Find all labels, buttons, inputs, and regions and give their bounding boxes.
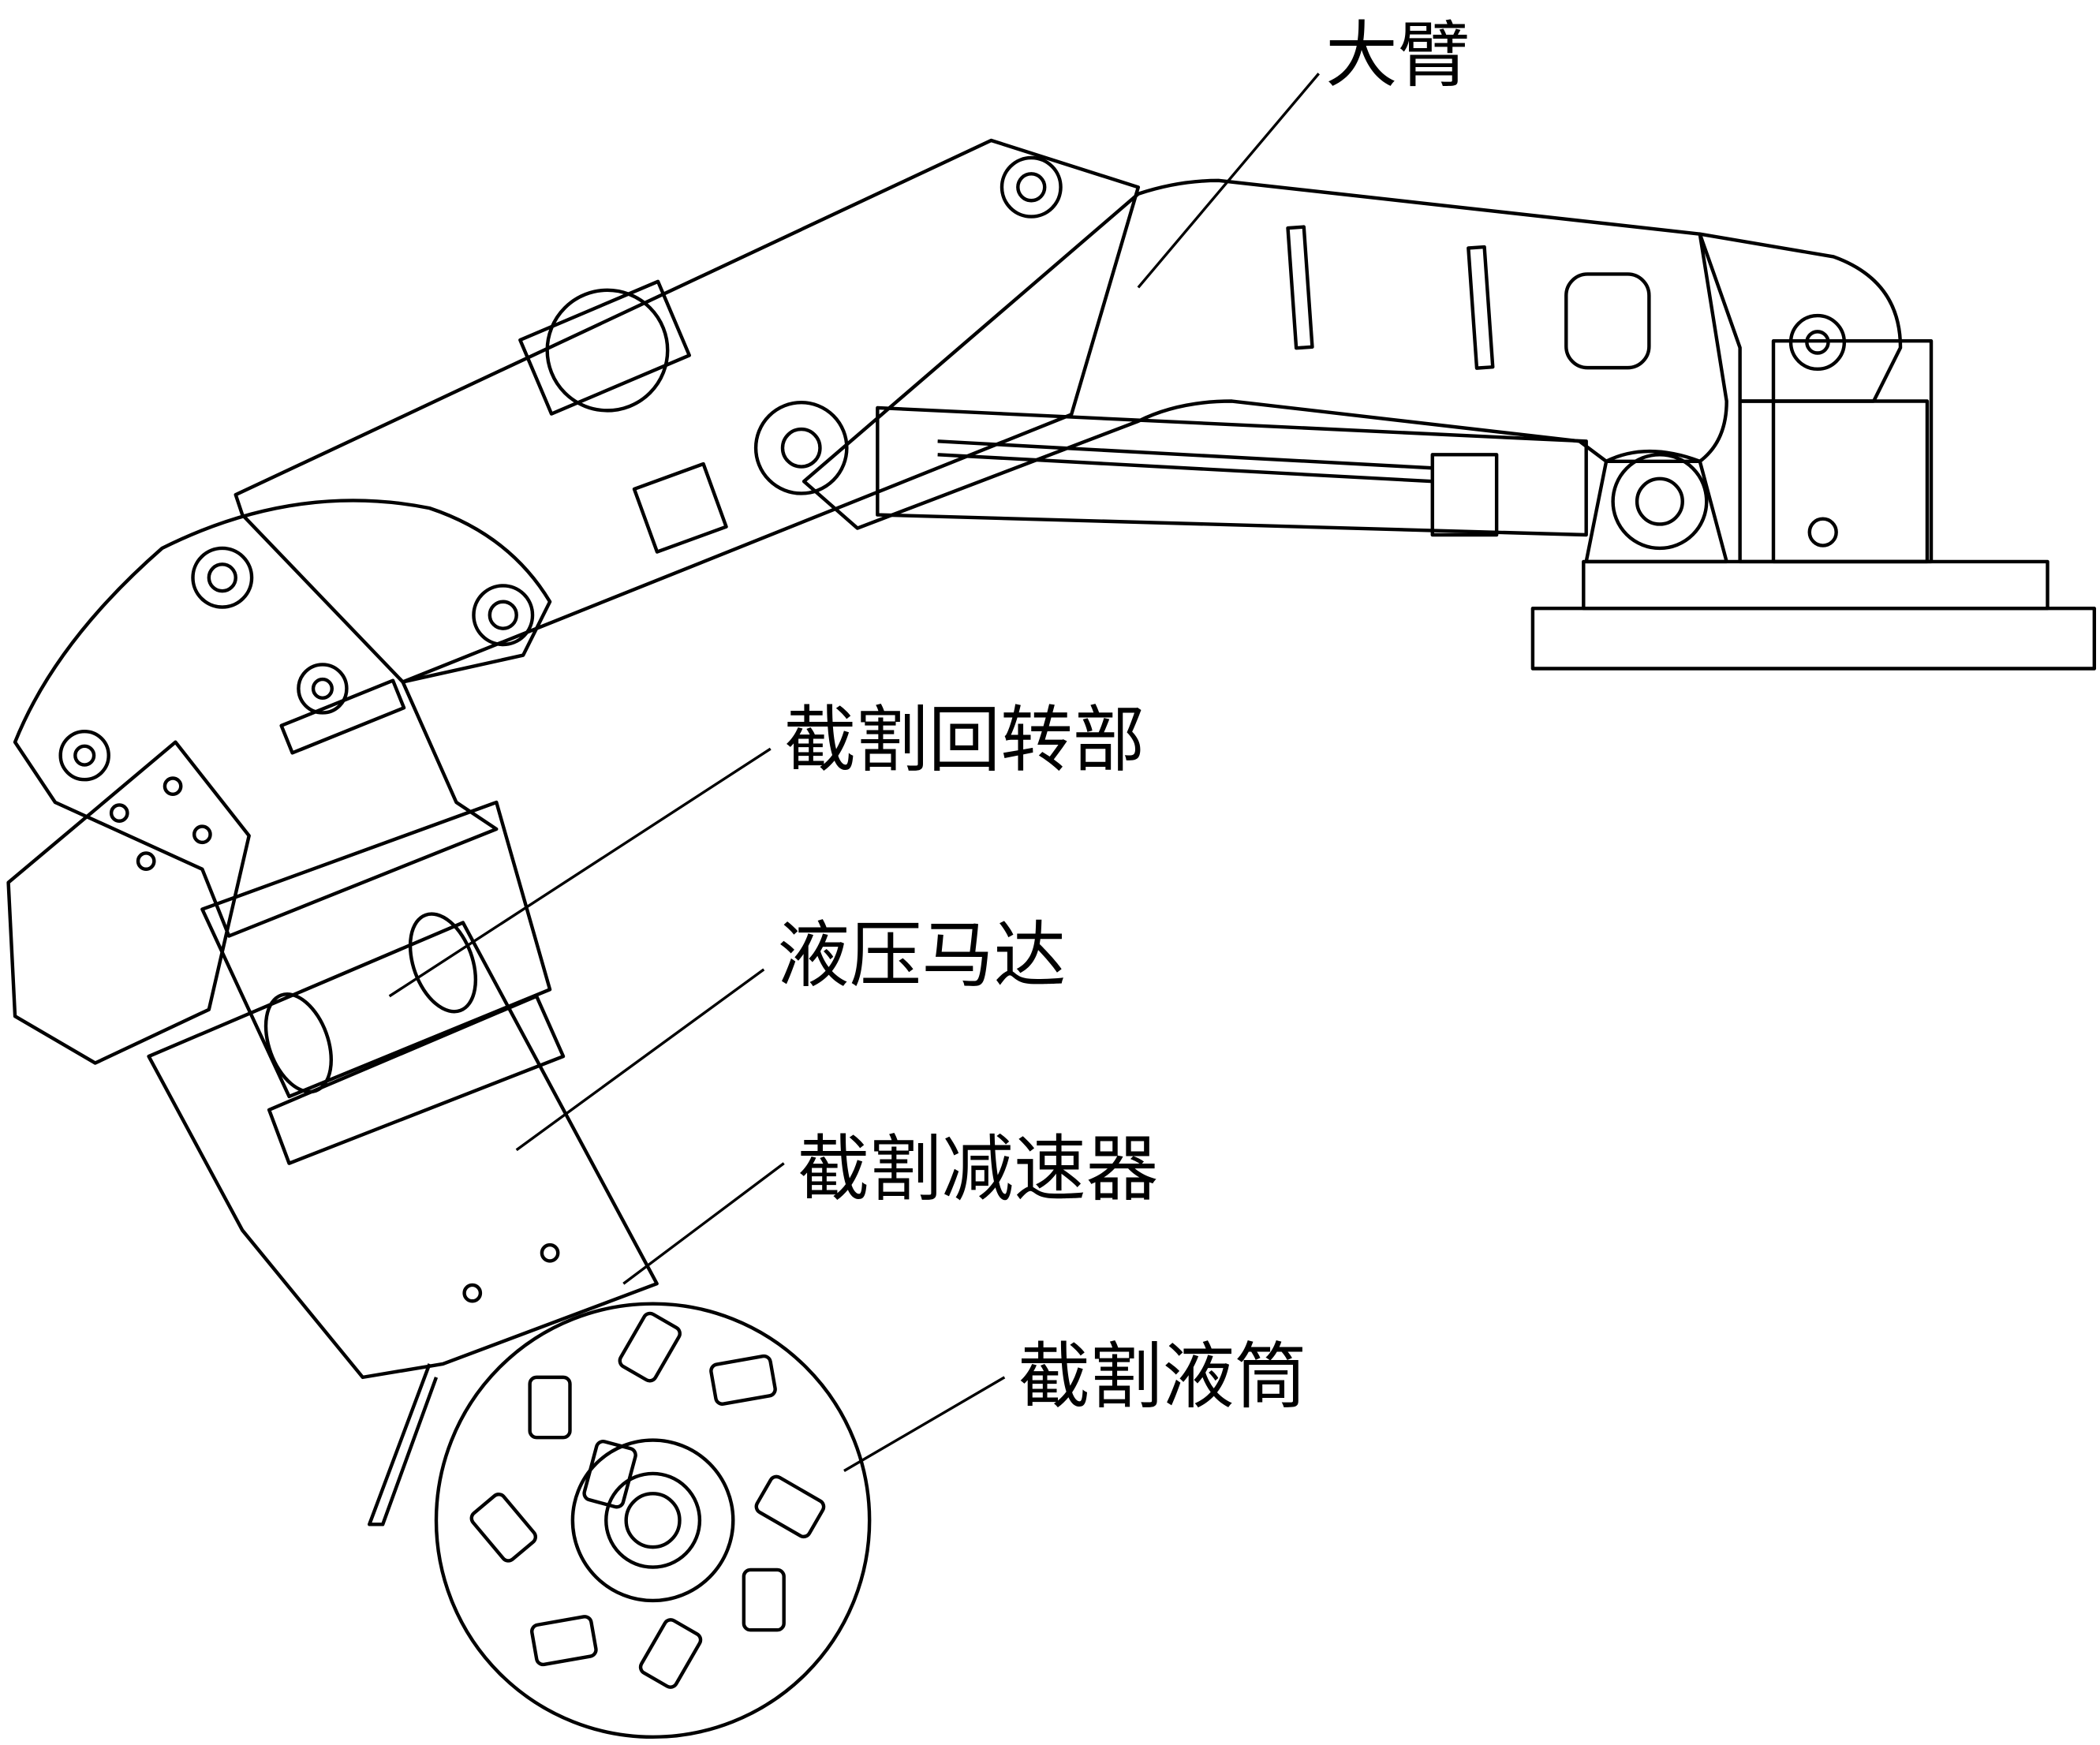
hydraulic-motor [200, 800, 552, 1099]
leader-drum [843, 1376, 1006, 1472]
leader-reducer [622, 1162, 785, 1285]
base-mount [1582, 559, 2050, 611]
label-cutting-drum: 截割液筒 [1018, 1334, 1306, 1418]
cutting-reducer [147, 921, 659, 1380]
cutting-drum [434, 1302, 872, 1739]
machine-drawing [6, 138, 2097, 1739]
cutting-slewing-unit [13, 499, 552, 938]
label-boom: 大臂 [1325, 13, 1470, 98]
pivot-pin [1788, 313, 1847, 372]
leader-boom [1137, 73, 1320, 289]
label-cutting-slewing: 截割回转部 [784, 698, 1145, 783]
leader-motor [515, 968, 765, 1152]
label-cutting-reducer: 截割减速器 [798, 1127, 1159, 1212]
hydraulic-cylinder [876, 405, 1588, 537]
boom [802, 178, 1728, 530]
leader-slewing [388, 747, 772, 998]
label-hydraulic-motor: 液压马达 [777, 913, 1066, 997]
cutting-picks [469, 1311, 826, 1689]
base-plate [1530, 607, 2097, 671]
